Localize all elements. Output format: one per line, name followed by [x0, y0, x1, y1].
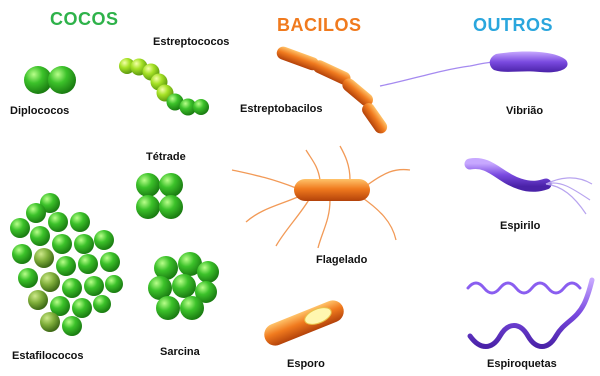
sarcina-illustration — [148, 252, 219, 320]
label-estreptobacilos: Estreptobacilos — [240, 103, 323, 115]
label-vibriao: Vibrião — [506, 105, 543, 117]
label-flagelado: Flagelado — [316, 254, 367, 266]
estreptococos-illustration — [119, 58, 209, 116]
label-estreptococos: Estreptococos — [153, 36, 229, 48]
header-cocos: COCOS — [50, 9, 119, 30]
label-espiroquetas: Espiroquetas — [487, 358, 557, 370]
header-bacilos: BACILOS — [277, 15, 362, 36]
diplococos-illustration — [24, 66, 76, 94]
espirilo-illustration — [470, 163, 592, 214]
label-diplococos: Diplococos — [10, 105, 69, 117]
header-outros: OUTROS — [473, 15, 553, 36]
label-estafilococos: Estafilococos — [12, 350, 84, 362]
label-espirilo: Espirilo — [500, 220, 540, 232]
esporo-illustration — [261, 297, 347, 349]
label-esporo: Esporo — [287, 358, 325, 370]
estafilococos-illustration — [10, 193, 123, 336]
espiroquetas-illustration — [468, 280, 592, 347]
label-sarcina: Sarcina — [160, 346, 200, 358]
tetrade-illustration — [136, 173, 183, 219]
flagelado-cell — [294, 179, 370, 201]
estreptobacilos-illustration — [275, 45, 390, 136]
vibriao-illustration — [380, 52, 568, 86]
label-tetrade: Tétrade — [146, 151, 186, 163]
